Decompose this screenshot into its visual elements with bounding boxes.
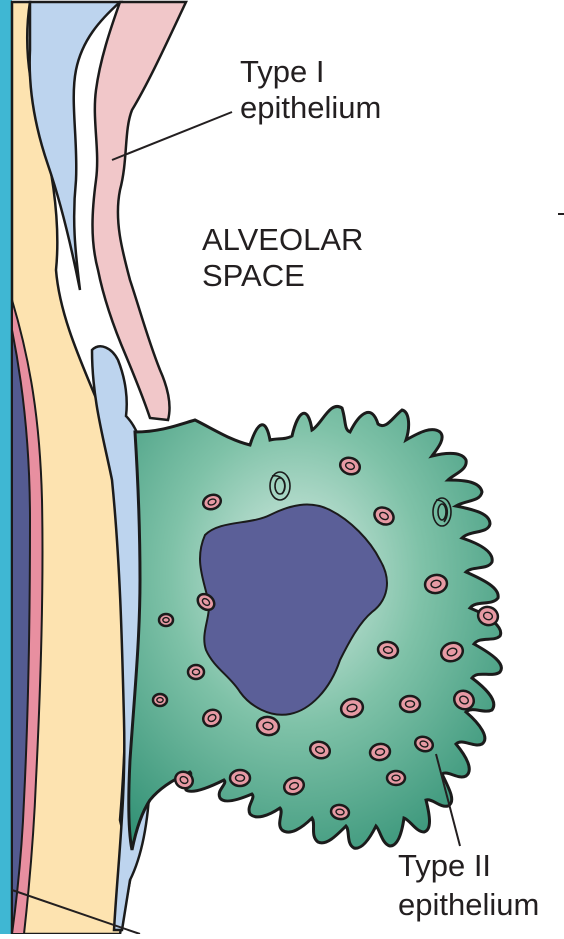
lamellar-body [188,665,204,679]
frame-bar [0,0,12,934]
lamellar-body [159,614,173,626]
lamellar-body [153,694,167,706]
type1-label-line2: epithelium [240,90,381,125]
alveolar-space-label-line1: ALVEOLAR [202,222,363,257]
lamellar-body [400,696,420,712]
alveolar-space-label-line2: SPACE [202,258,305,293]
lamellar-body [387,771,405,785]
type2-label-line1: Type II [398,848,491,883]
type2-label-line2: epithelium [398,887,539,922]
type1-label-line1: Type I [240,54,324,89]
lamellar-body [230,770,250,786]
